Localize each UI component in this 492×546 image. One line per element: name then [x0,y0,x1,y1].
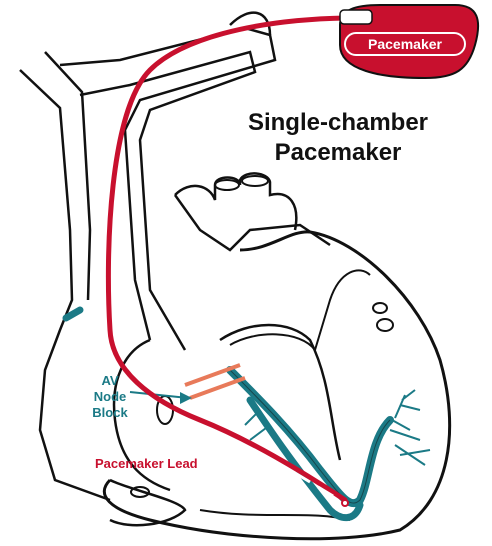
subclavian-vein-wall-2 [80,52,255,350]
av-node-arrowhead [180,392,192,404]
vessel-outer-wall [20,70,110,500]
aorta-opening-2 [242,176,268,186]
title-line-2: Pacemaker [275,139,402,166]
left-atrium-outline [175,195,330,250]
pulmonary-opening-1 [377,319,393,331]
av-label-line-2: Node [94,389,127,404]
lead-tip-electrode [342,500,348,506]
purkinje-fibers-1 [392,390,420,430]
av-label-line-1: AV [101,373,118,388]
title-line-1: Single-chamber [248,109,428,136]
vessel-inner-wall [45,52,90,300]
pulmonary-opening-2 [373,303,387,313]
inner-chamber [230,270,370,350]
aorta-opening-1 [215,180,239,190]
heart-outer-contour [104,232,449,539]
av-label-line-3: Block [92,405,128,420]
pacemaker-header [340,10,372,24]
pacemaker-lead-label: Pacemaker Lead [95,456,198,471]
pacemaker-lead [108,18,345,500]
purkinje-fibers-2 [390,430,430,465]
av-block-mark [185,365,245,398]
pacemaker-label: Pacemaker [368,36,443,52]
